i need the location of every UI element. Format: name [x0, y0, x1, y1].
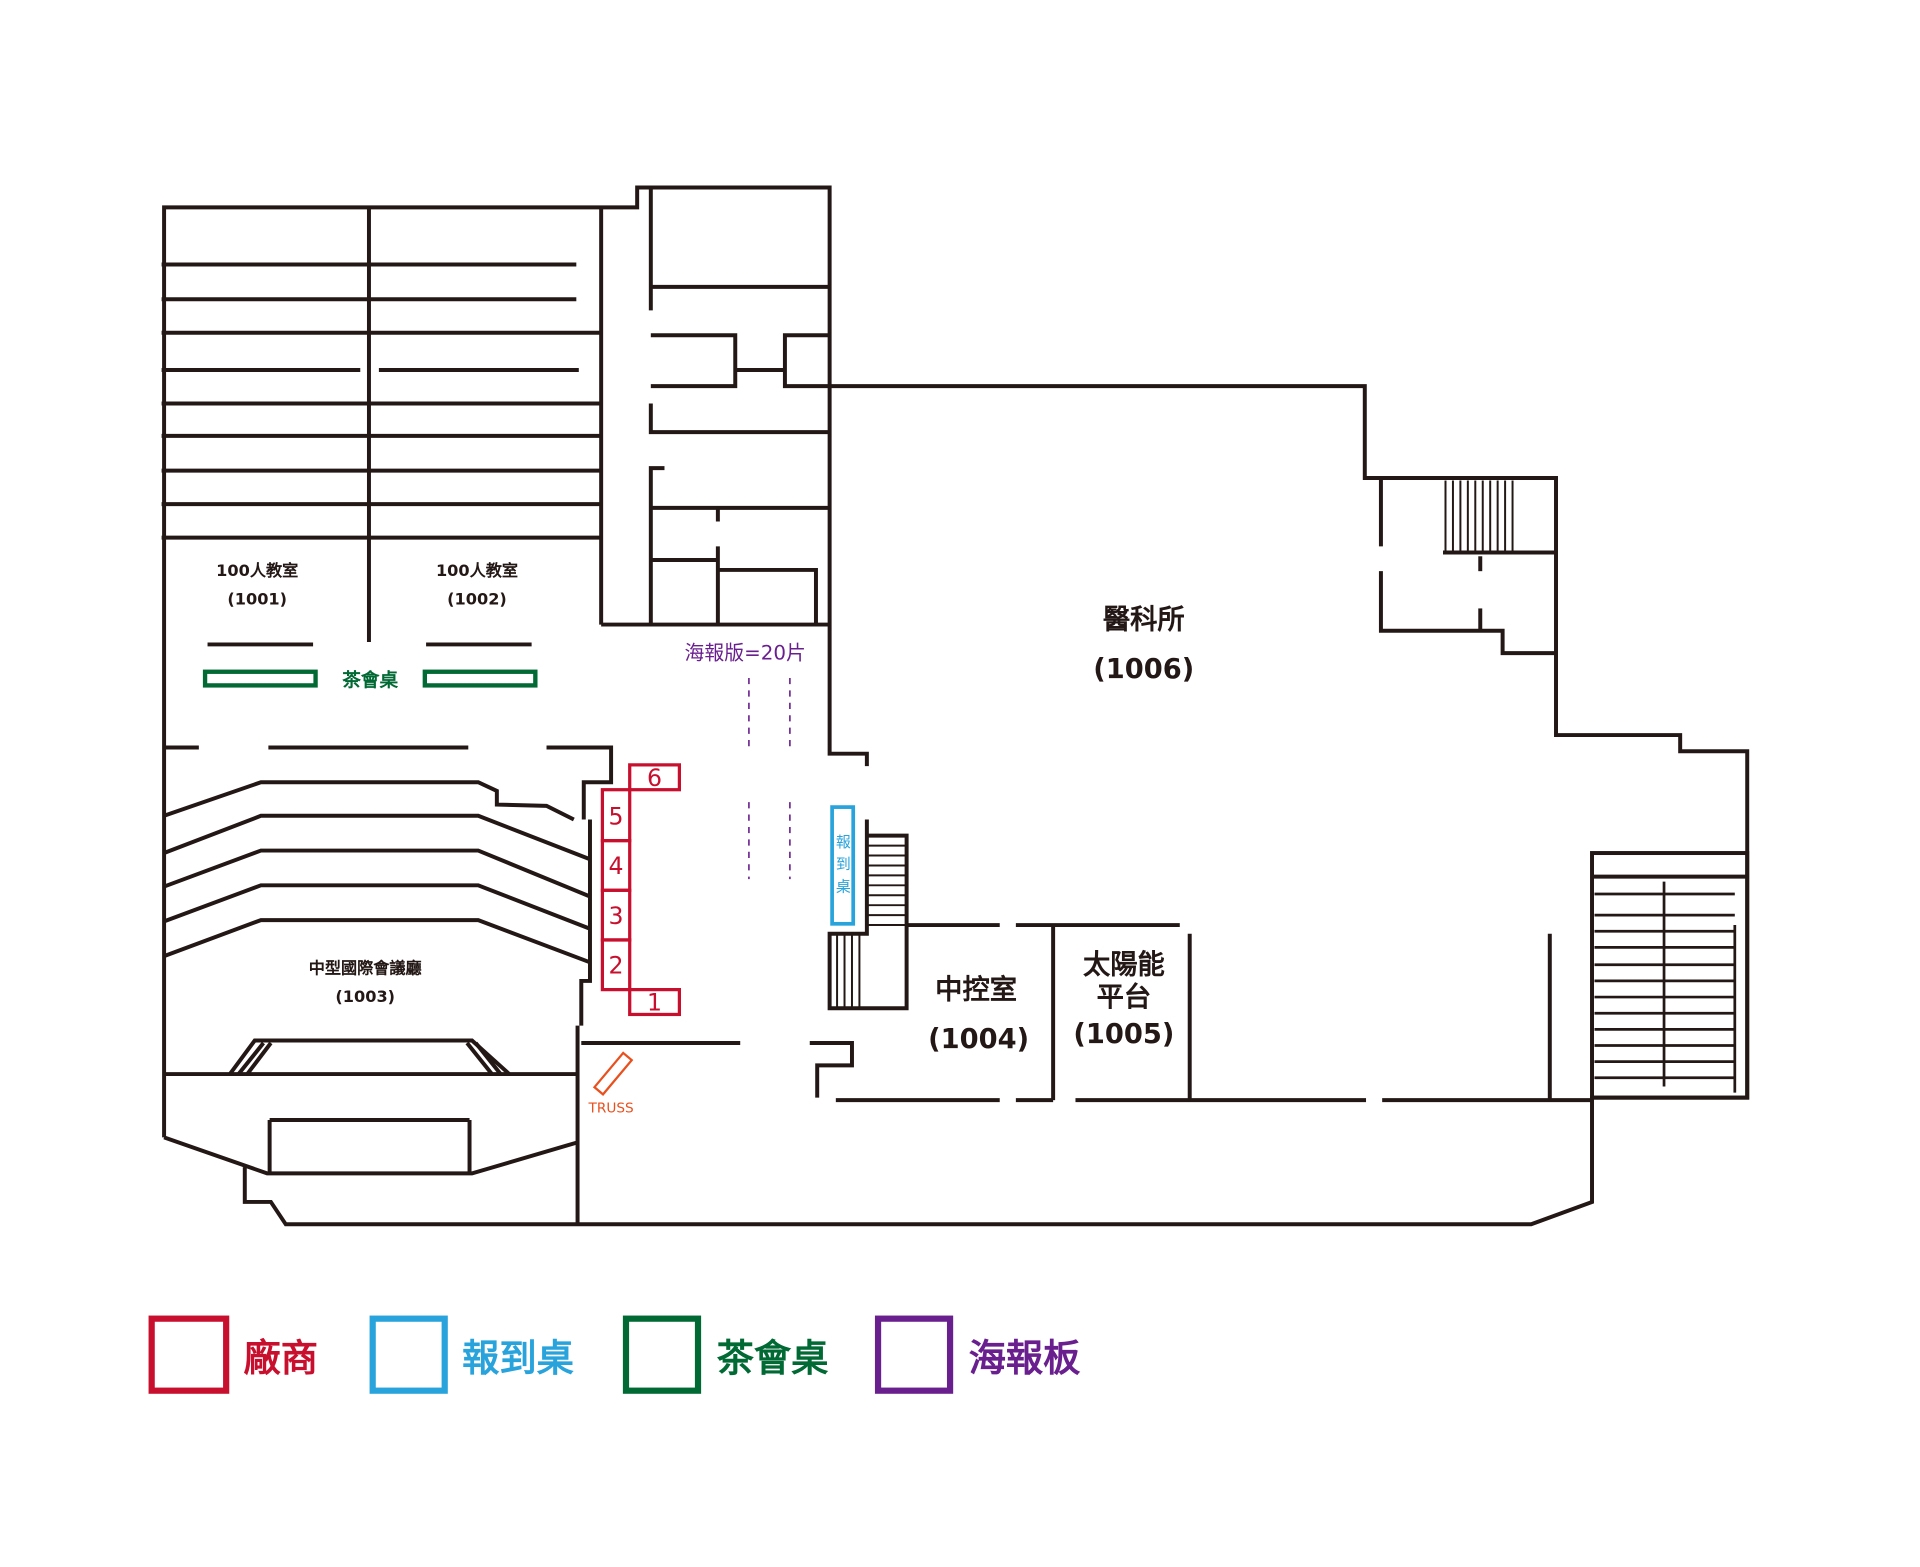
- booth-3-number: 3: [609, 902, 624, 930]
- stair-rungs-right: [1594, 881, 1737, 1093]
- legend-label-registration: 報到桌: [462, 1336, 575, 1380]
- poster-boards: [748, 677, 791, 880]
- booth-6-number: 6: [647, 764, 662, 792]
- booth-6[interactable]: [628, 763, 681, 792]
- booth-1[interactable]: [628, 988, 681, 1017]
- tea-table-2: [422, 669, 538, 688]
- booth-4-number: 4: [609, 852, 624, 880]
- legend-label-vendor: 廠商: [244, 1336, 319, 1380]
- legend-label-poster: 海報板: [969, 1336, 1082, 1380]
- booth-5-number: 5: [609, 802, 624, 830]
- room-1005-code: (1005): [1073, 1019, 1174, 1050]
- room-1002-name: 100人教室: [436, 561, 518, 580]
- legend-swatch-registration: [369, 1315, 448, 1394]
- legend-swatch-poster: [874, 1315, 954, 1394]
- reg-desk-char-3: 桌: [836, 878, 851, 896]
- room-1005-name-line2: 平台: [1097, 981, 1152, 1013]
- reg-desk-char-1: 報: [836, 833, 851, 851]
- room-1005-name-line1: 太陽能: [1083, 948, 1165, 980]
- room-1006-name: 醫科所: [1103, 604, 1185, 635]
- room-1004-code: (1004): [928, 1024, 1029, 1055]
- tea-table-label: 茶會桌: [342, 670, 398, 692]
- room-1001-code: (1001): [227, 590, 287, 609]
- truss-label: TRUSS: [588, 1101, 634, 1117]
- poster-count-label: 海報版=20片: [685, 641, 806, 664]
- legend-label-tea: 茶會桌: [717, 1336, 830, 1380]
- legend-swatch-tea: [622, 1315, 702, 1394]
- booth-2-number: 2: [609, 951, 624, 979]
- reg-desk-char-2: 到: [836, 855, 851, 873]
- truss: [592, 1051, 634, 1096]
- booth-1-number: 1: [647, 989, 662, 1017]
- registration-desk: [830, 805, 856, 926]
- room-1001-name: 100人教室: [216, 561, 298, 580]
- tea-table-1: [202, 669, 318, 688]
- booth-2[interactable]: [600, 938, 632, 992]
- legend-swatch-vendor: [148, 1315, 230, 1394]
- room-1002-code: (1002): [447, 590, 507, 609]
- stair-rungs-center: [836, 844, 907, 1009]
- legend: 廠商 報到桌 茶會桌 海報板: [148, 1315, 1082, 1394]
- room-1003-code: (1003): [335, 987, 395, 1006]
- room-1003-name: 中型國際會議廳: [309, 958, 422, 977]
- room-1004-name: 中控室: [935, 973, 1017, 1005]
- stair-rungs-top: [1444, 480, 1514, 553]
- room-1006-code: (1006): [1093, 654, 1194, 685]
- walls: [161, 185, 1750, 1227]
- vendor-booths: [600, 763, 681, 1017]
